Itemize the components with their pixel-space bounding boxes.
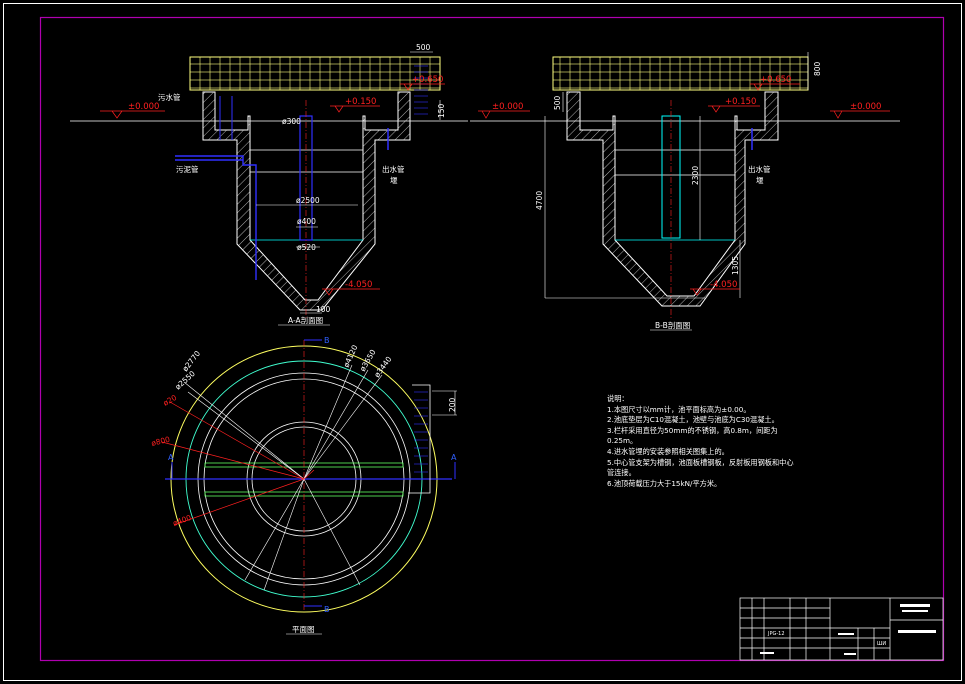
note-line-7: 管连接。	[607, 468, 636, 478]
dim-top-width-aa: 500	[416, 43, 431, 52]
dim-800-bb: 800	[813, 61, 822, 76]
dim-depth-bb: 4700	[535, 191, 544, 210]
note-line-8: 6.池顶荷载压力大于15kN/平方米。	[607, 478, 722, 488]
level-top-aa: +0.650	[412, 75, 443, 85]
caption-aa: A-A剖面图	[288, 315, 323, 325]
drawn-label: ШИ	[877, 641, 886, 647]
marker-b-bottom: B	[324, 605, 330, 614]
caption-bb: B-B剖面图	[655, 320, 690, 330]
drawing-frame	[39, 16, 945, 662]
tank-wall-aa	[202, 91, 411, 311]
note-line-5: 4.进水管埋的安装参照相关图集上的。	[607, 446, 729, 456]
dim-800-plan: ø800	[150, 435, 171, 448]
notes-block: 说明： 1.本图尺寸以mm计，池平面标高为±0.00。 2.池底垫层为C10混凝…	[607, 394, 822, 489]
tank-wall-bb	[566, 91, 779, 307]
sheet-code: JPG-12	[767, 631, 785, 637]
dim-4120: ø4120	[342, 343, 360, 368]
level-ground-bb-left: ±0.000	[492, 102, 523, 112]
water-pipe	[219, 96, 233, 140]
section-aa: 污水管 污泥管 出水管 堰 500 150 ø300 ø2500 ø400 ø5…	[70, 43, 468, 326]
notes-title: 说明：	[607, 394, 629, 403]
stair-plan	[414, 391, 428, 473]
outer-border	[3, 3, 962, 681]
level-top-bb: +0.650	[760, 75, 791, 85]
dim-200-plan: 200	[448, 397, 457, 412]
dim-cone-bb: 1305	[731, 256, 740, 275]
grating-deck-bb	[552, 56, 809, 91]
dim-wall-height-aa: 150	[437, 103, 446, 118]
note-line-4: 0.25m。	[607, 436, 638, 446]
sludge-pipe	[175, 155, 257, 280]
dim-bottom-aa: 100	[316, 305, 331, 314]
dim-diameter-aa: ø2500	[296, 196, 320, 205]
note-line-1: 1.本图尺寸以mm计，池平面标高为±0.00。	[607, 404, 751, 414]
label-outlet-aa: 出水管	[382, 164, 405, 174]
level-ground-bb-right: ±0.000	[850, 102, 881, 112]
dim-cylinder-bb: 2300	[691, 166, 700, 185]
level-water-bb: +0.150	[725, 97, 756, 107]
label-outlet-aa-2: 堰	[390, 175, 398, 185]
note-line-2: 2.池底垫层为C10混凝土，池壁与池底为C30混凝土。	[607, 415, 779, 425]
plan-view: A A B B ø4120 ø3650 ø3440 ø2770 ø2550 20…	[150, 336, 457, 635]
dim-d520: ø520	[297, 243, 316, 252]
marker-b-top: B	[324, 336, 330, 345]
railing-plan	[408, 384, 431, 494]
marker-a-left: A	[168, 453, 174, 462]
dim-500-bb: 500	[553, 95, 562, 110]
dim-d400: ø400	[297, 217, 316, 226]
title-block-fill	[760, 604, 936, 655]
note-line-6: 5.中心管支架为槽钢，池面板槽钢板，反射板用钢板和中心	[607, 457, 794, 467]
grating-deck-aa	[189, 56, 441, 91]
level-bottom-bb: -4.050	[710, 280, 737, 290]
marker-a-right: A	[451, 453, 457, 462]
caption-plan: 平面图	[292, 625, 315, 634]
label-outlet-bb: 出水管	[748, 164, 771, 174]
level-bottom-aa: -4.050	[345, 280, 372, 290]
level-water-aa: +0.150	[345, 97, 376, 107]
dim-pipe-300: ø300	[282, 117, 301, 126]
dim-400-plan: ø400	[172, 513, 193, 528]
label-inlet-pipe: 污水管	[158, 92, 181, 102]
label-outlet-bb-2: 堰	[756, 175, 764, 185]
note-line-3: 3.栏杆采用直径为50mm的不锈钢，高0.8m，间距为	[607, 425, 778, 435]
section-bb: 出水管 堰 4700 2300 1305 500 800 B-B剖面图 ±0.0…	[470, 52, 900, 331]
level-ground-aa: ±0.000	[128, 102, 159, 112]
label-sludge-pipe: 污泥管	[176, 164, 199, 174]
title-block	[739, 597, 944, 661]
